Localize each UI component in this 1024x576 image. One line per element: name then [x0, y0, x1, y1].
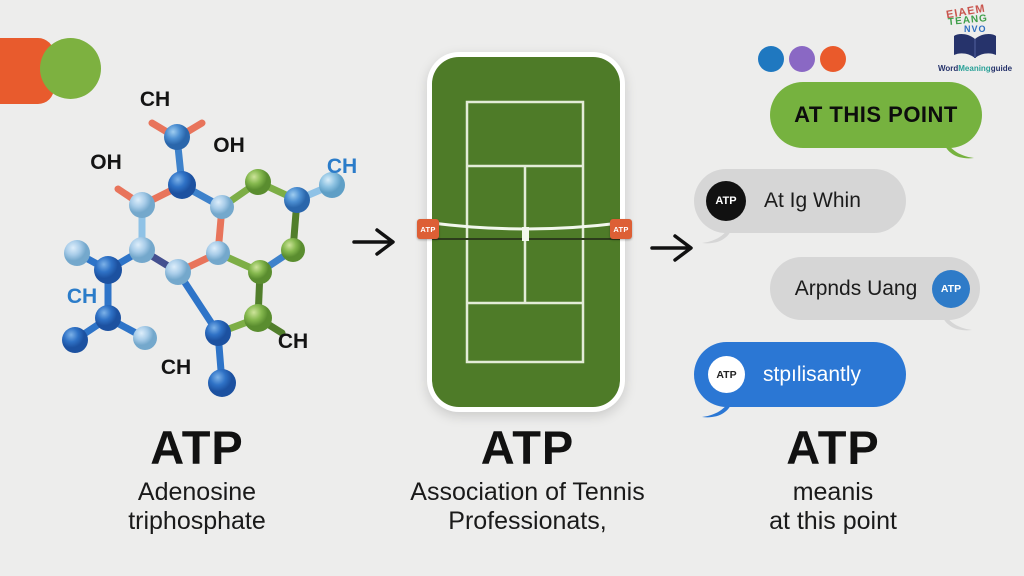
caption-line-2: Professionats, [448, 507, 607, 535]
decoration-dot-orange [820, 46, 846, 72]
arrow-right-icon [352, 228, 395, 256]
atp-badge-label: ATP [716, 368, 737, 381]
decoration-green-circle [40, 38, 101, 99]
caption-line-2: triphosphate [128, 507, 266, 535]
wordmark-word: Word [937, 64, 959, 73]
bubble-tail [702, 221, 732, 244]
caption-tennis: ATP Association of Tennis Professionats, [395, 424, 660, 536]
chat-bubble-blue: ATP stpılisantly [694, 342, 906, 418]
bubble-tail [944, 136, 974, 159]
chat-bubble-text: Arpnds Uang [794, 276, 918, 300]
molecule-label-oh-left: OH [90, 151, 122, 174]
caption-title: ATP [150, 421, 244, 474]
caption-title: ATP [480, 421, 575, 474]
chat-bubble-gray-1: ATP At Ig Whin [694, 169, 906, 244]
net-post-left: ATP [417, 219, 439, 239]
atp-badge-label: ATP [715, 195, 737, 207]
caption-line-1: Association of Tennis [410, 478, 645, 506]
brand-logo: EIAEM TEANG NVO WordMeaningguide [928, 3, 1022, 82]
molecule-label-ch-bottom-right: CH [277, 330, 309, 353]
open-book-icon [954, 34, 996, 58]
caption-title: ATP [786, 421, 880, 474]
wordmark-meaning: Meaning [958, 64, 991, 73]
decoration-dot-purple [789, 46, 815, 72]
atp-badge-white: ATP [708, 356, 745, 393]
net-post-right-label: ATP [613, 224, 629, 234]
molecule-atoms [62, 124, 345, 397]
molecule-label-ch-bottom: CH [160, 356, 192, 379]
caption-adenosine: ATP Adenosine triphosphate [67, 424, 327, 536]
chat-bubble-gray-2: Arpnds Uang ATP [770, 257, 980, 331]
tennis-court [427, 52, 625, 412]
net-post-right: ATP [610, 219, 632, 239]
molecule-label-ch-right: CH [326, 155, 358, 178]
caption-line-1: Adenosine [137, 478, 257, 506]
net-post-left-label: ATP [420, 224, 436, 234]
caption-line-2: at this point [769, 507, 897, 535]
bubble-tail [942, 308, 972, 331]
molecule-diagram [62, 119, 345, 397]
tennis-court-lines [432, 100, 620, 364]
caption-subtitle: Adenosine triphosphate [67, 478, 327, 536]
logo-wordmark: WordMeaningguide [928, 64, 1022, 73]
wordmark-guide: guide [990, 64, 1013, 73]
atp-badge-black: ATP [706, 181, 746, 221]
atp-badge-blue: ATP [932, 269, 970, 308]
logo-arc-letters-3: NVO [964, 24, 987, 34]
molecule-label-ch-top: CH [139, 88, 171, 111]
chat-bubble-text: stpılisantly [763, 362, 862, 386]
chat-bubble-text: At Ig Whin [764, 189, 861, 212]
chat-bubble-text: AT THIS POINT [794, 102, 958, 127]
bubble-tail [702, 395, 732, 418]
caption-subtitle: Association of Tennis Professionats, [395, 478, 660, 536]
caption-at-this-point: ATP meanis at this point [703, 424, 963, 536]
atp-badge-label: ATP [940, 282, 962, 295]
molecule-label-ch-left: CH [66, 285, 98, 308]
caption-subtitle: meanis at this point [703, 478, 963, 536]
caption-line-1: meanis [792, 478, 874, 506]
chat-bubble-at-this-point: AT THIS POINT [770, 82, 982, 159]
molecule-label-oh-right: OH [213, 134, 245, 157]
decoration-dot-blue [758, 46, 784, 72]
arrow-right-icon [650, 234, 693, 262]
tennis-court-surface [432, 57, 620, 407]
